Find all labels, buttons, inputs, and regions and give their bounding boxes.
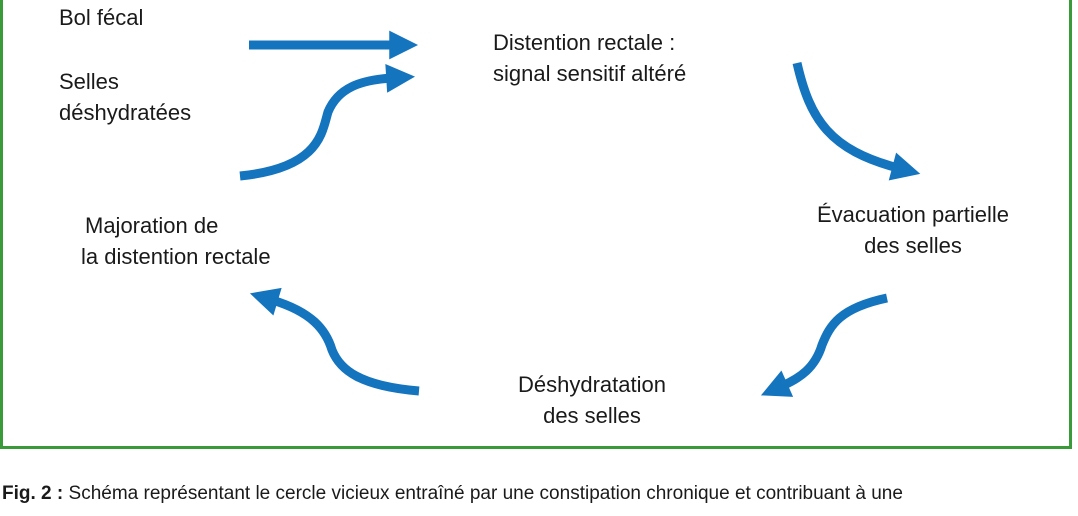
diagram-frame	[0, 0, 1072, 449]
node-majoration: Majoration de la distention rectale	[81, 213, 271, 269]
caption-label: Fig. 2 :	[2, 483, 64, 504]
arrow-distention-to-evacuation	[792, 61, 921, 181]
caption-text: Schéma représentant le cercle vicieux en…	[68, 483, 903, 504]
node-bol-fecal: Bol fécal	[59, 5, 144, 30]
node-selles-deshydratees: Selles déshydratées	[59, 69, 192, 125]
arrow-deshydratation-to-majoration	[249, 287, 420, 396]
figure-caption: Fig. 2 : Schéma représentant le cercle v…	[2, 483, 903, 505]
node-deshydratation: Déshydratation des selles	[518, 372, 666, 428]
node-distention-rectale: Distention rectale : signal sensitif alt…	[493, 30, 687, 86]
node-evacuation-partielle: Évacuation partielle des selles	[816, 202, 1009, 258]
arrow-selles-to-distention	[239, 63, 415, 181]
arrow-evacuation-to-deshydratation	[760, 293, 888, 397]
